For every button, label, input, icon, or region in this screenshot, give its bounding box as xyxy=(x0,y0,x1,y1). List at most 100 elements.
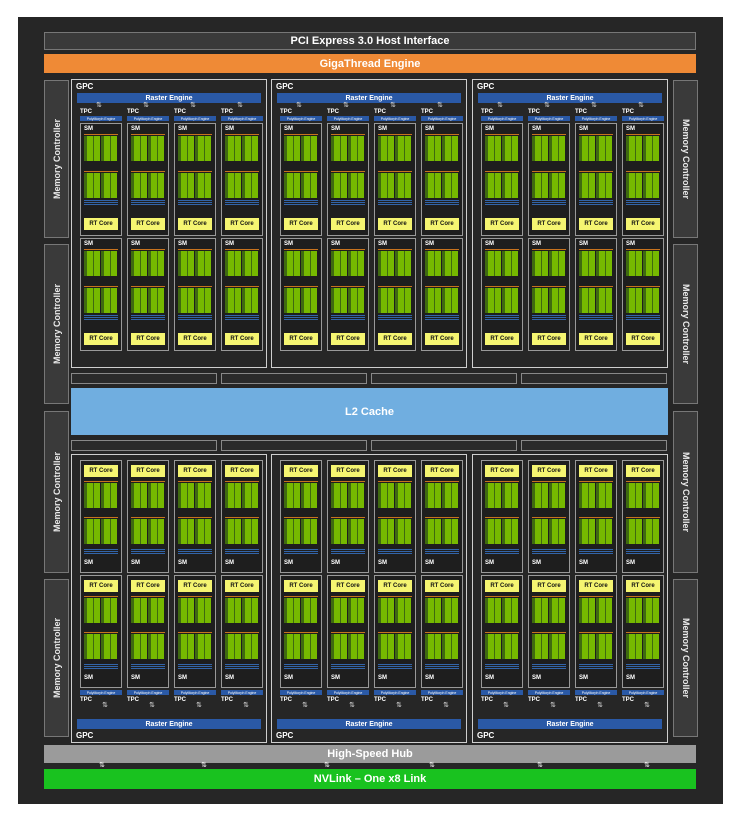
core-column xyxy=(558,519,559,544)
core-column xyxy=(605,288,606,313)
cache-line xyxy=(378,549,412,550)
memory-controller: Memory Controller xyxy=(44,579,69,737)
divider-line xyxy=(626,596,660,597)
core-column xyxy=(234,288,235,313)
core-column xyxy=(559,251,565,276)
core-column xyxy=(451,483,452,508)
core-column xyxy=(381,483,387,508)
core-column xyxy=(435,598,441,623)
core-column xyxy=(351,634,357,659)
core-column xyxy=(101,519,104,544)
core-column xyxy=(334,519,340,544)
core-column xyxy=(225,483,228,508)
core-column xyxy=(589,483,595,508)
core-column xyxy=(485,598,488,623)
divider-line xyxy=(485,134,519,135)
core-column xyxy=(351,598,357,623)
core-column xyxy=(242,136,245,161)
core-column xyxy=(404,173,405,198)
core-column xyxy=(532,598,535,623)
core-column xyxy=(157,519,158,544)
core-column xyxy=(87,173,93,198)
divider-line xyxy=(84,481,118,482)
core-column xyxy=(205,288,211,313)
core-column xyxy=(304,598,310,623)
core-column xyxy=(110,634,111,659)
memory-controller-label: Memory Controller xyxy=(680,451,691,533)
cuda-core-block xyxy=(331,634,365,659)
core-column xyxy=(310,598,311,623)
arrow-icon: ⇅ xyxy=(591,102,597,109)
core-column xyxy=(311,136,317,161)
core-column xyxy=(101,483,104,508)
cuda-core-block xyxy=(626,483,660,508)
high-speed-hub: High-Speed Hub xyxy=(44,745,696,763)
divider-line xyxy=(532,286,566,287)
divider-line xyxy=(378,596,412,597)
core-column xyxy=(599,634,605,659)
core-column xyxy=(252,634,258,659)
core-column xyxy=(653,634,659,659)
core-column xyxy=(488,634,494,659)
arrow-icon: ⇅ xyxy=(302,702,308,709)
core-column xyxy=(148,598,151,623)
cache-line xyxy=(378,664,412,665)
core-column xyxy=(653,598,659,623)
core-column xyxy=(405,519,411,544)
cache-line xyxy=(579,204,613,205)
core-column xyxy=(188,519,194,544)
core-column xyxy=(442,634,445,659)
core-column xyxy=(582,288,588,313)
core-column xyxy=(141,598,147,623)
core-column xyxy=(188,634,194,659)
core-column xyxy=(485,288,488,313)
core-column xyxy=(629,634,635,659)
core-column xyxy=(502,483,505,508)
cache-line xyxy=(131,315,165,316)
core-column xyxy=(188,598,194,623)
core-column xyxy=(505,598,511,623)
cuda-core-block xyxy=(485,173,519,198)
cuda-core-block xyxy=(131,519,165,544)
core-column xyxy=(535,288,541,313)
sm-label: SM xyxy=(626,675,635,681)
core-column xyxy=(134,136,140,161)
core-column xyxy=(334,483,340,508)
rt-core: RT Core xyxy=(331,580,365,592)
core-column xyxy=(134,483,140,508)
divider-line xyxy=(626,517,660,518)
divider-line xyxy=(378,134,412,135)
divider-line xyxy=(284,249,318,250)
polymorph-engine: PolyMorph Engine xyxy=(174,116,216,121)
rt-core: RT Core xyxy=(131,333,165,345)
tpc-label: TPC xyxy=(127,109,139,115)
cuda-core-block xyxy=(284,598,318,623)
core-column xyxy=(494,136,495,161)
core-column xyxy=(596,251,599,276)
core-column xyxy=(435,136,441,161)
cuda-core-block xyxy=(425,288,459,313)
cuda-core-block xyxy=(485,136,519,161)
core-column xyxy=(148,288,151,313)
cache-line xyxy=(284,200,318,201)
core-column xyxy=(636,483,642,508)
core-column xyxy=(451,173,452,198)
cuda-core-block xyxy=(331,483,365,508)
tpc-label: TPC xyxy=(374,109,386,115)
core-column xyxy=(502,173,505,198)
core-column xyxy=(131,634,134,659)
arrow-icon: ⇅ xyxy=(644,702,650,709)
core-column xyxy=(596,288,599,313)
polymorph-engine: PolyMorph Engine xyxy=(421,116,463,121)
core-column xyxy=(582,634,588,659)
core-column xyxy=(646,519,652,544)
core-column xyxy=(331,251,334,276)
core-column xyxy=(341,288,347,313)
core-column xyxy=(110,251,111,276)
core-column xyxy=(304,251,310,276)
cache-line xyxy=(532,553,566,554)
